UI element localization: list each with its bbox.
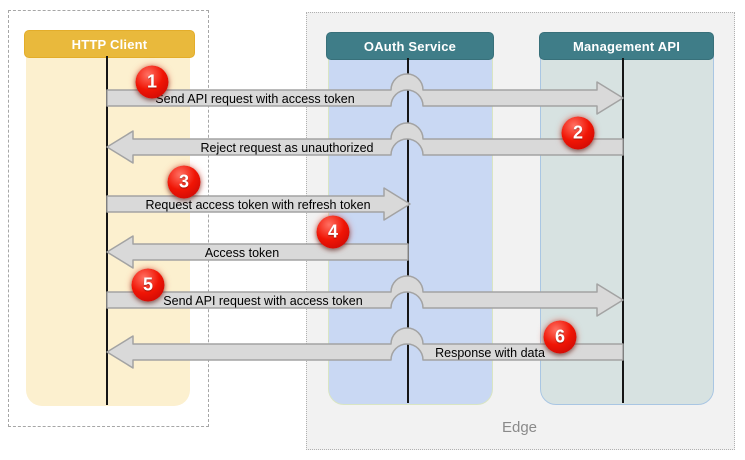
step-badge-6: 6 <box>543 320 577 354</box>
message-label-5: Send API request with access token <box>163 294 363 308</box>
lane-header-http-client: HTTP Client <box>24 30 195 58</box>
lane-header-label: HTTP Client <box>71 36 148 52</box>
step-badge-4: 4 <box>316 215 350 249</box>
lifeline-oauth-service <box>407 58 409 403</box>
message-label-4: Access token <box>204 246 280 260</box>
lane-header-management-api: Management API <box>539 32 714 60</box>
step-badge-3: 3 <box>167 165 201 199</box>
step-badge-2: 2 <box>561 116 595 150</box>
edge-region-label: Edge <box>501 419 538 436</box>
message-label-3: Request access token with refresh token <box>145 198 371 212</box>
lane-header-label: Management API <box>572 38 681 54</box>
lifeline-http-client <box>106 56 108 405</box>
step-badge-5: 5 <box>131 268 165 302</box>
lane-header-oauth-service: OAuth Service <box>326 32 494 60</box>
step-badge-1: 1 <box>135 65 169 99</box>
message-label-1: Send API request with access token <box>155 92 355 106</box>
message-label-2: Reject request as unauthorized <box>200 141 374 155</box>
message-label-6: Response with data <box>435 346 545 360</box>
lifeline-management-api <box>622 58 624 403</box>
lane-header-label: OAuth Service <box>363 38 457 54</box>
